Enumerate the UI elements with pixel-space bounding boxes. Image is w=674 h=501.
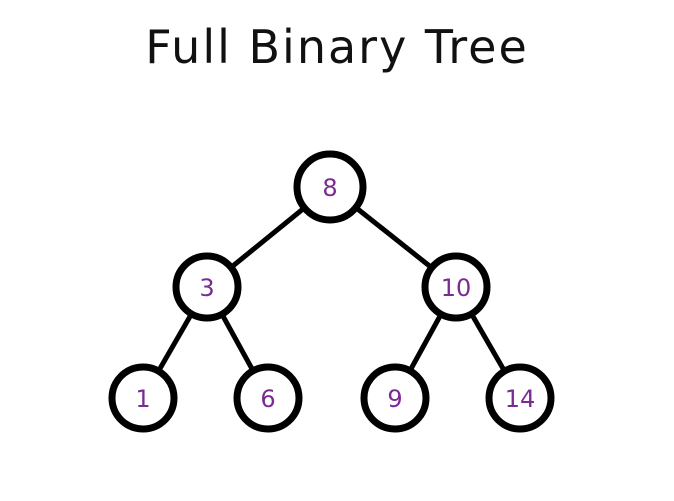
- tree-node-9: 9: [360, 363, 430, 433]
- node-label: 6: [260, 385, 275, 413]
- node-circle: [172, 252, 242, 322]
- node-label: 8: [322, 174, 337, 202]
- diagram-title: Full Binary Tree: [145, 20, 529, 74]
- tree-node-10: 10: [421, 252, 491, 322]
- node-label: 14: [505, 385, 536, 413]
- tree-node-6: 6: [233, 363, 303, 433]
- node-circle: [108, 363, 178, 433]
- tree-nodes: 8 3 10 1 6 9 14: [108, 150, 555, 433]
- tree-node-3: 3: [172, 252, 242, 322]
- node-circle: [293, 150, 367, 224]
- node-circle: [421, 252, 491, 322]
- node-circle: [485, 363, 555, 433]
- tree-node-1: 1: [108, 363, 178, 433]
- node-label: 9: [387, 385, 402, 413]
- node-label: 1: [135, 385, 150, 413]
- node-label: 10: [441, 274, 472, 302]
- tree-node-14: 14: [485, 363, 555, 433]
- node-circle: [360, 363, 430, 433]
- node-label: 3: [199, 274, 214, 302]
- tree-node-8: 8: [293, 150, 367, 224]
- node-circle: [233, 363, 303, 433]
